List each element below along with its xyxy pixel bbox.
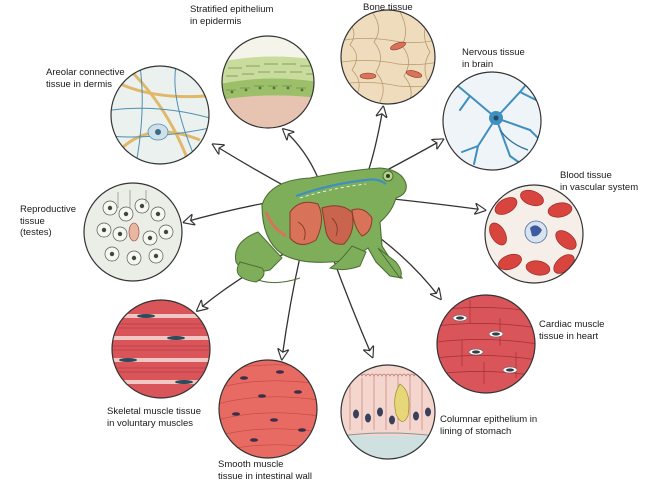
arrow-smooth	[282, 247, 303, 358]
label-bone: Bone tissue	[363, 2, 413, 13]
arrow-bone	[367, 108, 383, 173]
label-reproductive: Reproductive tissue (testes)	[20, 204, 76, 238]
circle-reproductive	[83, 182, 183, 282]
label-skeletal: Skeletal muscle tissue in voluntary musc…	[107, 406, 201, 429]
label-areolar: Areolar connective tissue in dermis	[46, 67, 125, 90]
circle-nervous	[442, 71, 542, 171]
arrow-cardiac	[379, 237, 440, 298]
arrow-epidermis	[284, 130, 319, 179]
label-columnar: Columnar epithelium in lining of stomach	[440, 414, 538, 437]
circle-bone	[340, 9, 436, 105]
label-cardiac: Cardiac muscle tissue in heart	[539, 319, 605, 342]
circle-epidermis	[221, 35, 315, 129]
circle-smooth	[218, 359, 318, 459]
label-smooth: Smooth muscle tissue in intestinal wall	[218, 459, 312, 482]
circle-areolar	[110, 65, 210, 165]
label-nervous: Nervous tissue in brain	[462, 47, 525, 70]
label-blood: Blood tissue in vascular system	[560, 170, 639, 193]
arrow-areolar	[214, 145, 293, 191]
label-epidermis: Stratified epithelium in epidermis	[190, 4, 274, 27]
frog-illustration	[234, 167, 407, 284]
circle-columnar	[340, 364, 436, 460]
circle-cardiac	[436, 294, 536, 394]
arrow-blood	[383, 197, 484, 210]
circle-blood	[484, 184, 584, 284]
circle-skeletal	[111, 299, 211, 399]
